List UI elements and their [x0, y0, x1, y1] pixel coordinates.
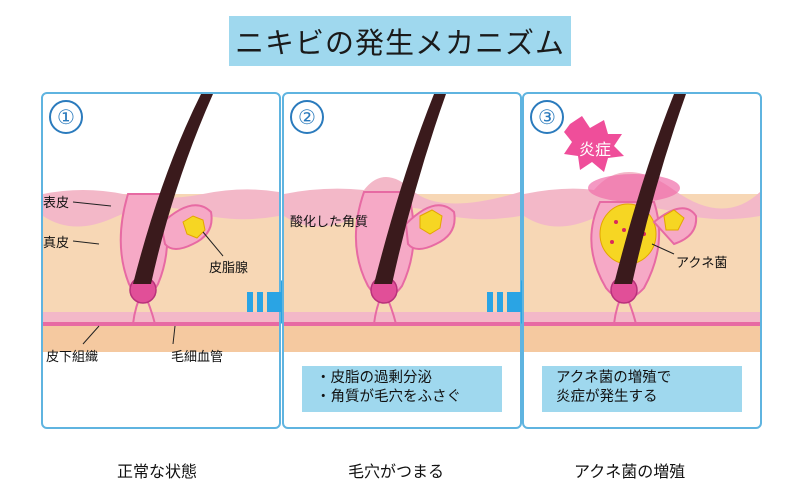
- label-sebaceous-gland: 皮脂腺: [209, 257, 248, 276]
- caption-bacteria: アクネ菌の増殖: [574, 458, 685, 482]
- label-acne-bacteria: アクネ菌: [676, 252, 727, 271]
- note-line: ・皮脂の過剰分泌: [316, 369, 502, 388]
- label-epidermis: 表皮: [43, 192, 69, 211]
- caption-clogged: 毛穴がつまる: [348, 458, 444, 482]
- note-box-2: ・皮脂の過剰分泌 ・角質が毛穴をふさぐ: [302, 366, 502, 412]
- panel-inflammation: ③ 炎症 アクネ菌 アクネ菌の増殖で 炎症が発生する: [522, 92, 762, 429]
- label-capillary: 毛細血管: [171, 346, 223, 365]
- label-subcutaneous: 皮下組織: [46, 346, 98, 365]
- step-number-2: ②: [290, 100, 324, 134]
- panel-normal: ① 表皮 真皮 皮脂腺 皮下組織 毛細血管: [41, 92, 281, 429]
- caption-normal: 正常な状態: [117, 458, 197, 482]
- label-inflammation: 炎症: [579, 136, 611, 160]
- label-oxidized-keratin: 酸化した角質: [290, 211, 368, 230]
- page-title: ニキビの発生メカニズム: [229, 16, 571, 66]
- step-number-3: ③: [530, 100, 564, 134]
- note-line: ・角質が毛穴をふさぐ: [316, 388, 502, 407]
- note-line: アクネ菌の増殖で: [556, 369, 742, 388]
- label-dermis: 真皮: [43, 232, 69, 251]
- step-number-1: ①: [49, 100, 83, 134]
- note-line: 炎症が発生する: [556, 388, 742, 407]
- panel-clogged: ② 酸化した角質 ・皮脂の過剰分泌 ・角質が毛穴をふさぐ: [282, 92, 522, 429]
- note-box-3: アクネ菌の増殖で 炎症が発生する: [542, 366, 742, 412]
